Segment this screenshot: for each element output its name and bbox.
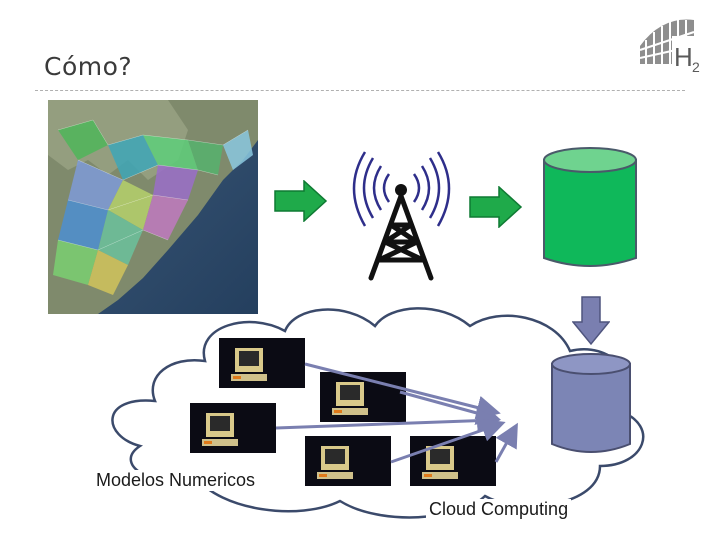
computer-icon-5 bbox=[410, 436, 496, 486]
logo-text: H bbox=[674, 42, 693, 72]
down-arrow bbox=[571, 296, 611, 351]
computer-icon-4 bbox=[305, 436, 391, 486]
computer-icon-3 bbox=[190, 403, 276, 453]
title-divider bbox=[35, 90, 685, 91]
computer-icon-2 bbox=[320, 372, 406, 422]
h2-logo: H 2 bbox=[632, 6, 704, 83]
antenna-tower-icon bbox=[343, 150, 460, 285]
cloud-storage-icon bbox=[550, 352, 632, 463]
right-arrow-1 bbox=[274, 179, 328, 227]
satellite-map-image bbox=[48, 100, 258, 314]
computer-icon-1 bbox=[219, 338, 305, 388]
right-arrow-2 bbox=[469, 185, 523, 233]
cloud-computing-label: Cloud Computing bbox=[426, 499, 572, 520]
database-icon bbox=[542, 146, 638, 277]
models-label: Modelos Numericos bbox=[93, 470, 259, 491]
slide-title: Cómo? bbox=[44, 52, 133, 81]
svg-text:2: 2 bbox=[692, 59, 700, 75]
